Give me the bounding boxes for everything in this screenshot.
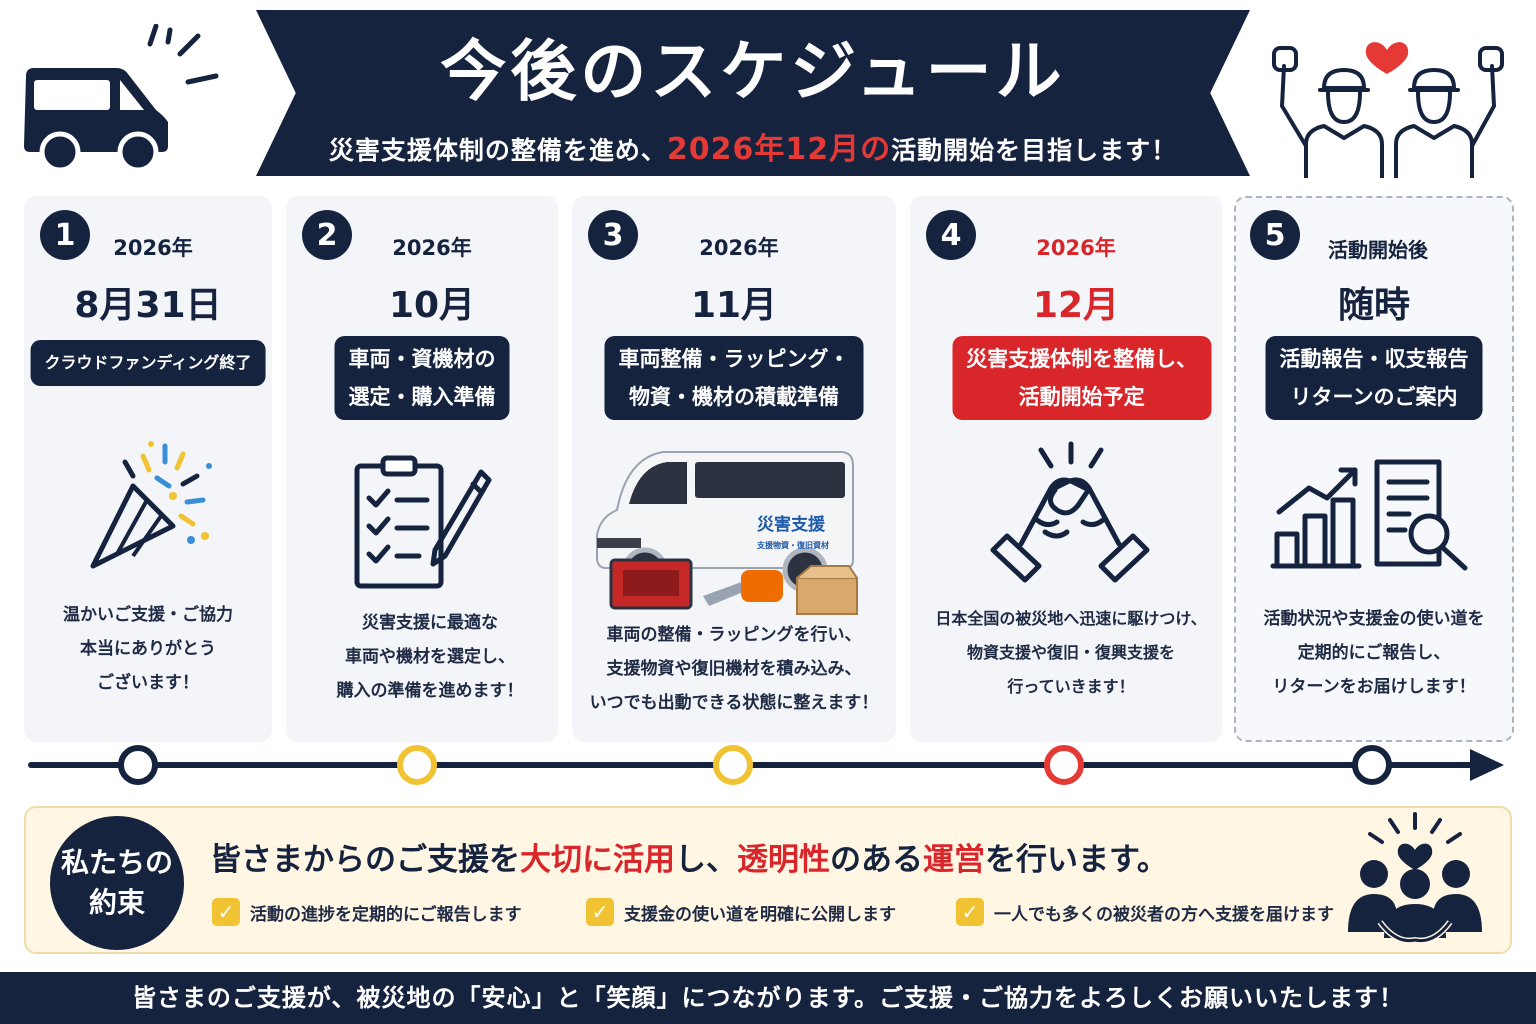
title-banner: [256, 10, 1250, 176]
step-year: 活動開始後: [1328, 238, 1428, 262]
timeline-line: [28, 762, 1488, 768]
timeline-dot-3: [713, 745, 753, 785]
step-card-3: 3 2026年 11月 車両整備・ラッピング・ 物資・機材の積載準備 災害支援 …: [572, 196, 896, 742]
step-number: 4: [926, 210, 976, 260]
promise-check-item: ✓ 一人でも多くの被災者の方へ支援を届けます: [956, 898, 1334, 926]
step-card-5: 5 活動開始後 随時 活動報告・収支報告 リターンのご案内: [1234, 196, 1514, 742]
step-number: 3: [588, 210, 638, 260]
page-subtitle: 災害支援体制の整備を進め、2026年12月の活動開始を目指します！: [328, 132, 1178, 167]
step-description: 日本全国の被災地へ迅速に駆けつけ、 物資支援や復旧・復興支援を 行っていきます！: [935, 609, 1207, 696]
step-card-2: 2 2026年 10月 車両・資機材の 選定・購入準備 災害支援に最適な 車両や…: [286, 196, 558, 742]
timeline-dot-2: [397, 745, 437, 785]
party-popper-icon: [90, 441, 212, 569]
step-description: 温かいご支援・ご協力 本当にありがとう ございます！: [63, 605, 233, 693]
promise-check-item: ✓ 活動の進捗を定期的にご報告します: [212, 898, 522, 926]
footer-message: 皆さまのご支援が、被災地の「安心」と「笑顔」につながります。ご支援・ご協力をよろ…: [0, 972, 1536, 1024]
step-year: 2026年: [113, 236, 193, 260]
step-number: 1: [40, 210, 90, 260]
step-tag: クラウドファンディング終了: [30, 340, 266, 386]
step-description: 活動状況や支援金の使い道を 定期的にご報告し、 リターンをお届けします！: [1263, 609, 1485, 697]
timeline-arrow-icon: [1470, 749, 1504, 781]
truck-icon: [24, 24, 219, 173]
checkmark-icon: ✓: [586, 898, 614, 926]
step-card-4: 4 2026年 12月 災害支援体制を整備し、 活動開始予定 日: [910, 196, 1222, 742]
step-tag: 活動報告・収支報告 リターンのご案内: [1265, 336, 1483, 420]
checkmark-icon: ✓: [212, 898, 240, 926]
page-title: 今後のスケジュール: [440, 33, 1066, 110]
van-wrap-text: 災害支援: [757, 514, 826, 535]
step-tag: 車両整備・ラッピング・ 物資・機材の積載準備: [604, 336, 864, 420]
step-number: 5: [1250, 210, 1300, 260]
step-date: 11月: [690, 285, 778, 326]
clipboard-checklist-icon: [354, 455, 492, 589]
step-date: 随時: [1337, 285, 1410, 326]
van-wrap-subtext: 支援物資・復旧資材: [756, 540, 829, 550]
step-number: 2: [302, 210, 352, 260]
step-year: 2026年: [392, 236, 472, 260]
step-year: 2026年: [699, 236, 779, 260]
checkmark-icon: ✓: [956, 898, 984, 926]
step-date: 10月: [388, 285, 476, 326]
step-tag: 車両・資機材の 選定・購入準備: [334, 336, 510, 420]
subtitle-highlight: 2026年12月の: [666, 132, 892, 167]
community-heart-icon: [1348, 812, 1482, 944]
promise-check-item: ✓ 支援金の使い道を明確に公開します: [586, 898, 896, 926]
timeline-dot-4: [1044, 745, 1084, 785]
promise-box: [24, 806, 1512, 954]
step-tag: 災害支援体制を整備し、 活動開始予定: [952, 336, 1212, 420]
report-chart-icon: [1270, 459, 1468, 571]
timeline-dot-1: [118, 745, 158, 785]
handshake-icon: [990, 441, 1150, 583]
timeline-dot-5: [1352, 745, 1392, 785]
step-year: 2026年: [1036, 236, 1116, 260]
step-date: 12月: [1032, 285, 1120, 326]
step-card-1: 1 2026年 8月31日 クラウドファンディング終了: [24, 196, 272, 742]
workers-cheering-icon: [1272, 42, 1504, 178]
step-description: 災害支援に最適な 車両や機材を選定し、 購入の準備を進めます！: [336, 613, 524, 701]
promise-badge: 私たちの 約束: [50, 816, 184, 950]
promise-headline: 皆さまからのご支援を大切に活用し、透明性のある運営を行います。: [210, 842, 1168, 878]
van-equipment-icon: 災害支援 支援物資・復旧資材: [596, 451, 858, 615]
step-description: 車両の整備・ラッピングを行い、 支援物資や復旧機材を積み込み、 いつでも出動でき…: [589, 625, 879, 713]
step-date: 8月31日: [74, 285, 222, 326]
